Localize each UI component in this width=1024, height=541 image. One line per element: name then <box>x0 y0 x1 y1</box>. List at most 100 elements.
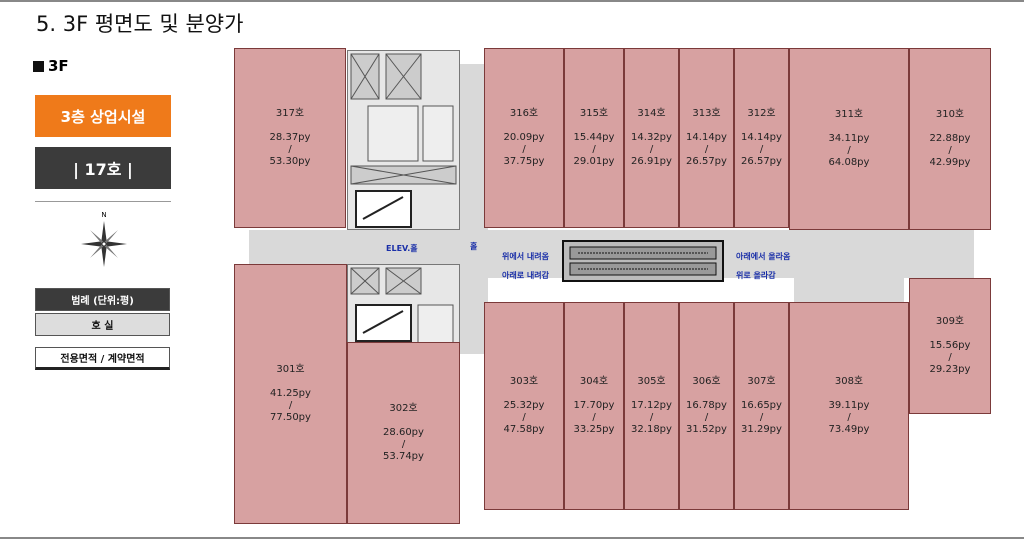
escalator-label-down-from-top: 위에서 내려옴 <box>502 252 549 261</box>
unit-311[interactable]: 311호 34.11py/64.08py <box>789 48 909 230</box>
unit-contract-area: 29.23py <box>929 364 971 375</box>
unit-exclusive-area: 16.78py <box>686 400 727 411</box>
legend-area-row: 전용면적 / 계약면적 <box>35 347 170 370</box>
unit-exclusive-area: 25.32py <box>503 400 545 411</box>
square-bullet-icon <box>33 61 44 72</box>
unit-contract-area: 47.58py <box>503 424 545 435</box>
unit-contract-area: 26.57py <box>741 156 782 167</box>
unit-number: 312호 <box>747 108 776 119</box>
unit-exclusive-area: 14.14py <box>686 132 727 143</box>
unit-contract-area: 53.74py <box>383 451 424 462</box>
unit-contract-area: 26.91py <box>631 156 672 167</box>
unit-number: 307호 <box>747 376 776 387</box>
unit-exclusive-area: 14.14py <box>741 132 782 143</box>
unit-contract-area: 42.99py <box>929 157 971 168</box>
unit-contract-area: 29.01py <box>573 156 615 167</box>
escalator <box>562 240 724 282</box>
unit-separator: / <box>948 145 952 156</box>
unit-separator: / <box>704 412 709 423</box>
bottom-rule <box>0 537 1024 539</box>
unit-contract-area: 64.08py <box>828 157 870 168</box>
unit-number: 311호 <box>834 109 864 120</box>
unit-exclusive-area: 14.32py <box>631 132 672 143</box>
unit-contract-area: 31.29py <box>741 424 782 435</box>
unit-number: 313호 <box>692 108 721 119</box>
unit-separator: / <box>649 144 654 155</box>
unit-305[interactable]: 305호 17.12py/32.18py <box>624 302 679 510</box>
unit-number: 316호 <box>509 108 539 119</box>
unit-number: 305호 <box>637 376 666 387</box>
unit-315[interactable]: 315호 15.44py/29.01py <box>564 48 624 228</box>
unit-exclusive-area: 41.25py <box>270 388 311 399</box>
unit-310[interactable]: 310호 22.88py/42.99py <box>909 48 991 230</box>
divider <box>35 201 171 202</box>
unit-contract-area: 33.25py <box>573 424 615 435</box>
unit-307[interactable]: 307호 16.65py/31.29py <box>734 302 789 510</box>
unit-exclusive-area: 17.12py <box>631 400 672 411</box>
elev-hall-label: ELEV.홀 <box>386 244 418 253</box>
unit-separator: / <box>948 352 952 363</box>
unit-contract-area: 53.30py <box>269 156 311 167</box>
unit-separator: / <box>759 144 764 155</box>
unit-exclusive-area: 16.65py <box>741 400 782 411</box>
unit-number: 303호 <box>509 376 539 387</box>
unit-314[interactable]: 314호 14.32py/26.91py <box>624 48 679 228</box>
unit-number: 306호 <box>692 376 721 387</box>
unit-contract-area: 37.75py <box>503 156 545 167</box>
unit-exclusive-area: 28.37py <box>269 132 311 143</box>
unit-separator: / <box>592 144 596 155</box>
compass-icon: N <box>81 211 127 267</box>
unit-317[interactable]: 317호 28.37py/53.30py <box>234 48 346 228</box>
unit-303[interactable]: 303호 25.32py/47.58py <box>484 302 564 510</box>
unit-separator: / <box>847 145 851 156</box>
unit-separator: / <box>401 439 406 450</box>
unit-306[interactable]: 306호 16.78py/31.52py <box>679 302 734 510</box>
unit-number: 310호 <box>935 109 965 120</box>
unit-contract-area: 73.49py <box>828 424 870 435</box>
unit-304[interactable]: 304호 17.70py/33.25py <box>564 302 624 510</box>
unit-contract-area: 31.52py <box>686 424 727 435</box>
unit-separator: / <box>649 412 654 423</box>
core-upper <box>347 50 460 230</box>
unit-number: 314호 <box>637 108 666 119</box>
unit-309[interactable]: 309호 15.56py/29.23py <box>909 278 991 414</box>
floor-text: 3F <box>48 57 69 75</box>
hall-label: 홀 <box>470 242 478 251</box>
unit-312[interactable]: 312호 14.14py/26.57py <box>734 48 789 228</box>
facility-badge: 3층 상업시설 <box>35 95 171 137</box>
escalator-label-down-below: 아래로 내려감 <box>502 271 549 280</box>
unit-exclusive-area: 39.11py <box>828 400 870 411</box>
unit-number: 315호 <box>579 108 609 119</box>
unit-separator: / <box>288 400 293 411</box>
unit-exclusive-area: 17.70py <box>573 400 615 411</box>
unit-contract-area: 32.18py <box>631 424 672 435</box>
unit-separator: / <box>704 144 709 155</box>
corridor-core <box>460 64 488 354</box>
floor-label: 3F <box>33 57 69 75</box>
unit-separator: / <box>522 412 526 423</box>
unit-separator: / <box>847 412 851 423</box>
core-lower <box>347 264 460 354</box>
unit-number: 317호 <box>275 108 305 119</box>
unit-number: 309호 <box>935 316 965 327</box>
unit-exclusive-area: 15.44py <box>573 132 615 143</box>
escalator-label-up-above: 위로 올라감 <box>736 271 776 280</box>
unit-separator: / <box>759 412 764 423</box>
escalator-label-up-from-below: 아래에서 올라옴 <box>736 252 791 261</box>
unit-exclusive-area: 34.11py <box>828 133 870 144</box>
top-rule <box>0 0 1024 2</box>
floor-plan: ELEV.홀 홀 위에서 내려옴 아래로 내려감 아래에서 올라옴 위로 올라감… <box>234 46 994 526</box>
unit-exclusive-area: 15.56py <box>929 340 971 351</box>
unit-separator: / <box>288 144 292 155</box>
unit-number: 304호 <box>579 376 609 387</box>
unit-exclusive-area: 22.88py <box>929 133 971 144</box>
unit-separator: / <box>592 412 596 423</box>
corridor-branch <box>794 278 904 302</box>
unit-exclusive-area: 20.09py <box>503 132 545 143</box>
legend-unit-row: 호 실 <box>35 313 170 336</box>
